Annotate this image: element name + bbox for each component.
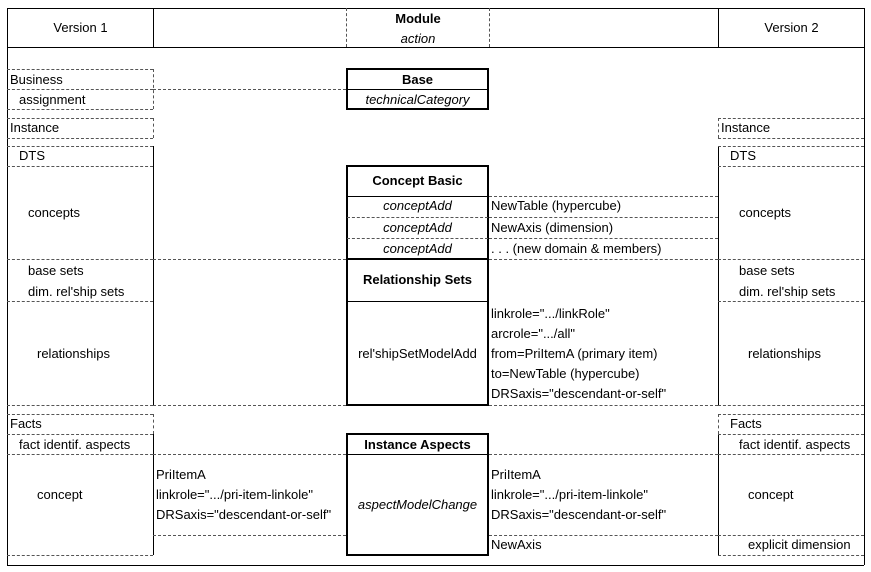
module-base-action: technicalCategory [365,92,470,107]
module-concept-basic-action-3: conceptAdd [383,241,452,256]
right-instance: Instance [721,120,771,135]
left-business: Business [10,72,63,87]
module-relationship-sets-box [346,258,489,406]
module-concept-basic-action-1: conceptAdd [383,198,452,213]
v2-relationship-line-5: DRSaxis="descendant-or-self" [491,386,667,401]
v2-aspect-line-3: DRSaxis="descendant-or-self" [491,507,667,522]
module-base-title: Base [401,72,434,87]
header-action: action [400,31,436,46]
v1-aspect-line-2: linkrole=".../pri-item-linkole" [156,487,313,502]
v2-relationship-line-2: arcrole=".../all" [491,326,576,341]
left-dim-relship-sets: dim. rel'ship sets [28,284,125,299]
right-fact-identif-aspects: fact identif. aspects [739,437,851,452]
v1-aspect-line-1: PriItemA [156,467,206,482]
right-base-sets: base sets [739,263,795,278]
v2-relationship-line-4: to=NewTable (hypercube) [491,366,640,381]
left-assignment: assignment [19,92,86,107]
left-concepts: concepts [28,205,81,220]
module-instance-aspects-action: aspectModelChange [357,497,478,512]
left-facts: Facts [10,416,42,431]
left-instance: Instance [10,120,60,135]
right-dim-relship-sets: dim. rel'ship sets [739,284,836,299]
right-dts: DTS [730,148,756,163]
v1-aspect-line-3: DRSaxis="descendant-or-self" [156,507,332,522]
left-concept: concept [37,487,83,502]
right-concept: concept [748,487,794,502]
module-relationship-sets-title: Relationship Sets [362,272,473,287]
right-explicit-dimension: explicit dimension [748,537,851,552]
module-concept-basic-title: Concept Basic [372,173,463,188]
v2-concept-add-1: NewTable (hypercube) [491,198,622,213]
right-concepts: concepts [739,205,792,220]
left-relationships: relationships [37,346,110,361]
module-instance-aspects-box [346,433,489,556]
left-fact-identif-aspects: fact identif. aspects [19,437,131,452]
header-version2: Version 2 [764,20,819,35]
module-concept-basic-action-2: conceptAdd [383,220,452,235]
left-base-sets: base sets [28,263,84,278]
header-module: Module [395,11,441,26]
v2-concept-add-3: . . . (new domain & members) [491,241,662,256]
v2-aspect-line-2: linkrole=".../pri-item-linkole" [491,487,648,502]
v2-aspect-dimension: NewAxis [491,537,542,552]
right-facts: Facts [730,416,762,431]
v2-relationship-line-3: from=PriItemA (primary item) [491,346,658,361]
module-relationship-sets-action: rel'shipSetModelAdd [358,346,477,361]
header-version1: Version 1 [53,20,108,35]
v2-relationship-line-1: linkrole=".../linkRole" [491,306,610,321]
v2-concept-add-2: NewAxis (dimension) [491,220,614,235]
v2-aspect-line-1: PriItemA [491,467,541,482]
left-dts: DTS [19,148,45,163]
module-instance-aspects-title: Instance Aspects [364,437,471,452]
right-relationships: relationships [748,346,821,361]
